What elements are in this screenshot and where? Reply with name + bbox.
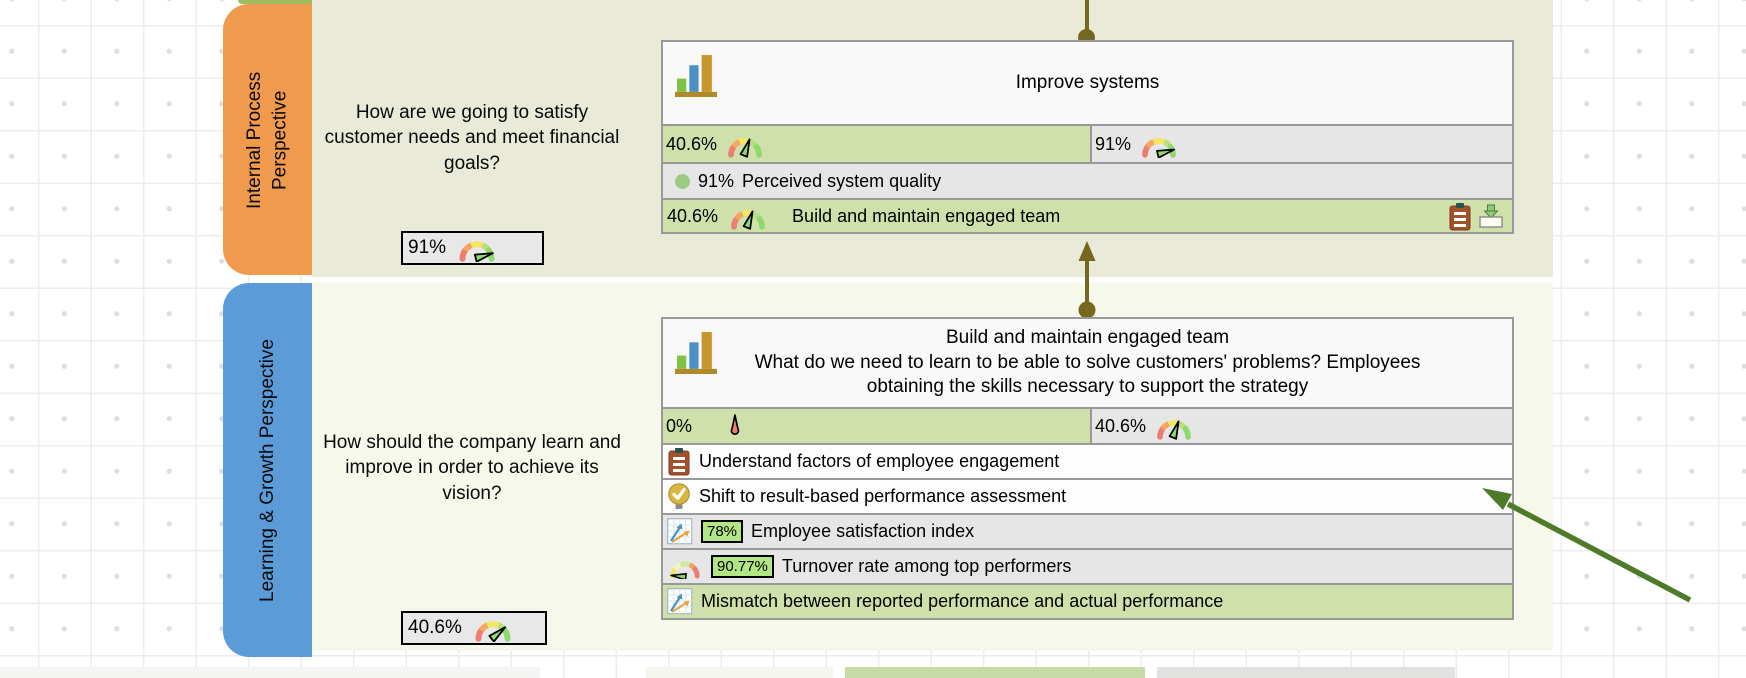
gauge-icon bbox=[470, 614, 516, 642]
gauge-reversed-icon bbox=[669, 555, 703, 579]
learning-growth-question: How should the company learn and improve… bbox=[323, 432, 621, 504]
tab-learning-growth-perspective[interactable]: Learning & Growth Perspective bbox=[223, 283, 312, 657]
goal-value: 40.6% bbox=[667, 205, 719, 226]
band-divider bbox=[312, 277, 1553, 283]
arrow-up-connector bbox=[1078, 241, 1096, 319]
progress-value: 40.6% bbox=[666, 133, 718, 154]
gauge-icon bbox=[1137, 131, 1177, 158]
gauge-icon bbox=[726, 208, 770, 230]
row-label: Mismatch between reported performance an… bbox=[701, 591, 1224, 611]
goal-card-improve-systems[interactable]: Improve systems 40.6% 91% 91% Perceived … bbox=[661, 40, 1514, 234]
card-header: Improve systems bbox=[663, 42, 1512, 124]
tab-internal-process-perspective[interactable]: Internal Process Perspective bbox=[223, 4, 312, 275]
line-chart-icon bbox=[667, 588, 693, 615]
tab-label: Internal Process Perspective bbox=[243, 70, 291, 209]
gauge-icon bbox=[454, 234, 495, 262]
previous-perspective-tab-edge bbox=[238, 0, 312, 4]
progress-value: 0% bbox=[666, 415, 693, 436]
performance-cell[interactable]: 91% bbox=[1092, 126, 1512, 162]
card-title: Build and maintain engaged team bbox=[945, 326, 1230, 348]
progress-cell[interactable]: 40.6% bbox=[663, 126, 1092, 162]
line-chart-icon bbox=[667, 518, 693, 545]
initiative-row-shift-to-result-based[interactable]: Shift to result-based performance assess… bbox=[663, 478, 1512, 513]
progress-cell[interactable]: 0% bbox=[663, 409, 1092, 443]
initiative-row-understand-factors[interactable]: Understand factors of employee engagemen… bbox=[663, 443, 1512, 478]
kpi-value: 91% bbox=[698, 170, 735, 191]
goal-card-build-and-maintain-engaged-team[interactable]: Build and maintain engaged team What do … bbox=[661, 317, 1514, 620]
card-gauges: 0% 40.6% bbox=[663, 407, 1512, 443]
bar-chart-icon bbox=[675, 332, 717, 374]
card-header: Build and maintain engaged team What do … bbox=[663, 319, 1512, 407]
score-value: 91% bbox=[408, 237, 447, 258]
tab-label: Learning & Growth Perspective bbox=[256, 338, 278, 602]
annotation-arrow-icon bbox=[1482, 488, 1692, 603]
bar-chart-icon bbox=[675, 55, 717, 97]
export-icon[interactable] bbox=[1478, 204, 1504, 229]
goal-label: Build and maintain engaged team bbox=[792, 205, 1061, 226]
performance-cell[interactable]: 40.6% bbox=[1092, 409, 1512, 443]
performance-value: 91% bbox=[1095, 133, 1132, 154]
internal-process-score-gauge[interactable]: 91% bbox=[401, 231, 544, 265]
cutoff-card-edge bbox=[646, 667, 833, 678]
performance-value: 40.6% bbox=[1095, 415, 1147, 436]
clipboard-icon bbox=[668, 447, 690, 476]
kpi-label: Perceived system quality bbox=[742, 170, 942, 191]
row-label: Shift to result-based performance assess… bbox=[699, 486, 1067, 506]
kpi-row-employee-satisfaction-index[interactable]: 78% Employee satisfaction index bbox=[663, 513, 1512, 548]
card-subtitle: What do we need to learn to be able to s… bbox=[754, 351, 1421, 398]
lightbulb-check-icon bbox=[667, 482, 691, 511]
status-dot-icon bbox=[675, 173, 690, 189]
cutoff-card-edge-gray bbox=[1157, 667, 1455, 678]
connector-line-top bbox=[1085, 0, 1089, 31]
internal-process-question: How are we going to satisfy customer nee… bbox=[324, 102, 620, 174]
row-label: Employee satisfaction index bbox=[751, 521, 975, 541]
kpi-row-perceived-system-quality[interactable]: 91% Perceived system quality bbox=[663, 162, 1512, 198]
score-value: 40.6% bbox=[408, 617, 462, 638]
clipboard-icon[interactable] bbox=[1448, 202, 1472, 231]
goal-row-build-and-maintain-engaged-team[interactable]: 40.6% Build and maintain engaged team bbox=[663, 198, 1512, 232]
row-label: Understand factors of employee engagemen… bbox=[699, 451, 1060, 471]
kpi-row-mismatch-performance[interactable]: Mismatch between reported performance an… bbox=[663, 583, 1512, 618]
kpi-badge: 90.77% bbox=[711, 555, 774, 578]
cutoff-card-edge bbox=[0, 667, 540, 678]
gauge-icon bbox=[723, 136, 767, 158]
kpi-row-turnover-rate[interactable]: 90.77% Turnover rate among top performer… bbox=[663, 548, 1512, 583]
card-title: Improve systems bbox=[1015, 71, 1160, 93]
kpi-badge: 78% bbox=[701, 520, 744, 543]
gauge-icon bbox=[1152, 418, 1196, 440]
cutoff-card-edge-green bbox=[845, 667, 1145, 678]
card-gauges: 40.6% 91% bbox=[663, 124, 1512, 162]
learning-growth-score-gauge[interactable]: 40.6% bbox=[401, 611, 547, 645]
row-label: Turnover rate among top performers bbox=[781, 556, 1072, 576]
needle-zero-icon bbox=[730, 413, 740, 435]
